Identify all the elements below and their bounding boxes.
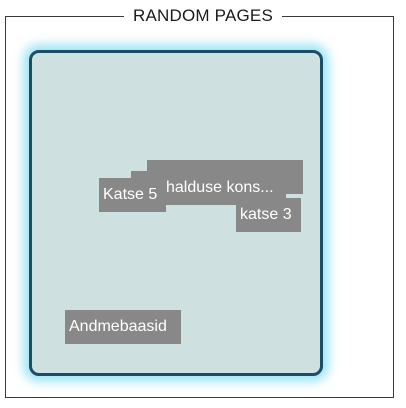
panel-title: RANDOM PAGES (124, 5, 282, 27)
tag-link-katse-5[interactable]: Katse 5 (99, 178, 166, 212)
tag-link-katse-3[interactable]: katse 3 (236, 198, 301, 232)
tag-link-andmebaasid[interactable]: Andmebaasid (65, 310, 181, 344)
